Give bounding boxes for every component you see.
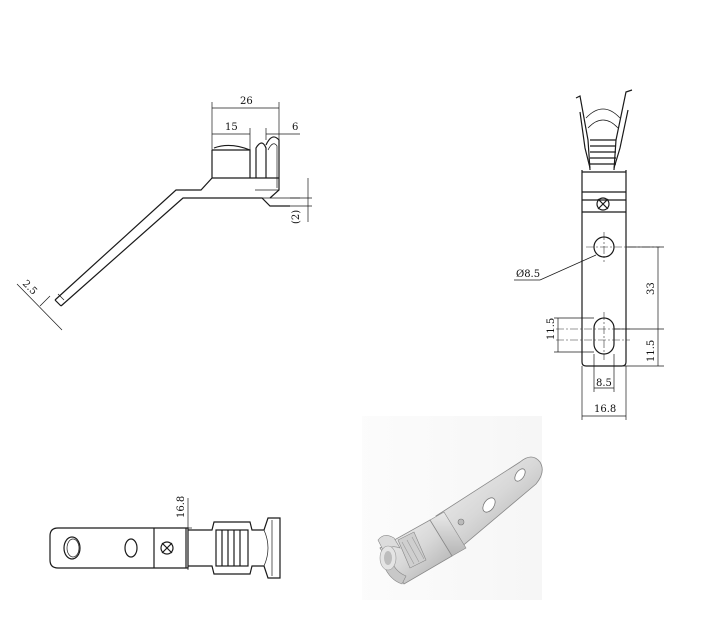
dim-8-5: 8.5 <box>596 378 612 389</box>
bottom-slot <box>63 536 81 560</box>
dim-33: 33 <box>646 282 657 295</box>
front-view: Ø8.5 33 11.5 11.5 8.5 16.8 <box>514 89 664 420</box>
dim-11-5-left: 11.5 <box>546 318 557 340</box>
dim-16-8: 16.8 <box>594 404 616 415</box>
dim-26: 26 <box>240 96 253 107</box>
dim-diameter: Ø8.5 <box>516 269 540 280</box>
dim-2-5: 2.5 <box>20 278 39 297</box>
isometric-render <box>362 416 543 600</box>
dim-6: 6 <box>292 122 298 133</box>
dim-11-5-right: 11.5 <box>646 340 657 362</box>
dim-thickness: (2) <box>291 210 302 224</box>
serrations <box>590 139 616 165</box>
side-view: 26 15 6 (2) 2.5 <box>16 96 312 331</box>
bottom-hole <box>124 538 138 558</box>
dim-15: 15 <box>225 122 238 133</box>
bottom-view: 16.8 <box>49 496 281 579</box>
dim-bottom-16-8: 16.8 <box>176 496 187 518</box>
